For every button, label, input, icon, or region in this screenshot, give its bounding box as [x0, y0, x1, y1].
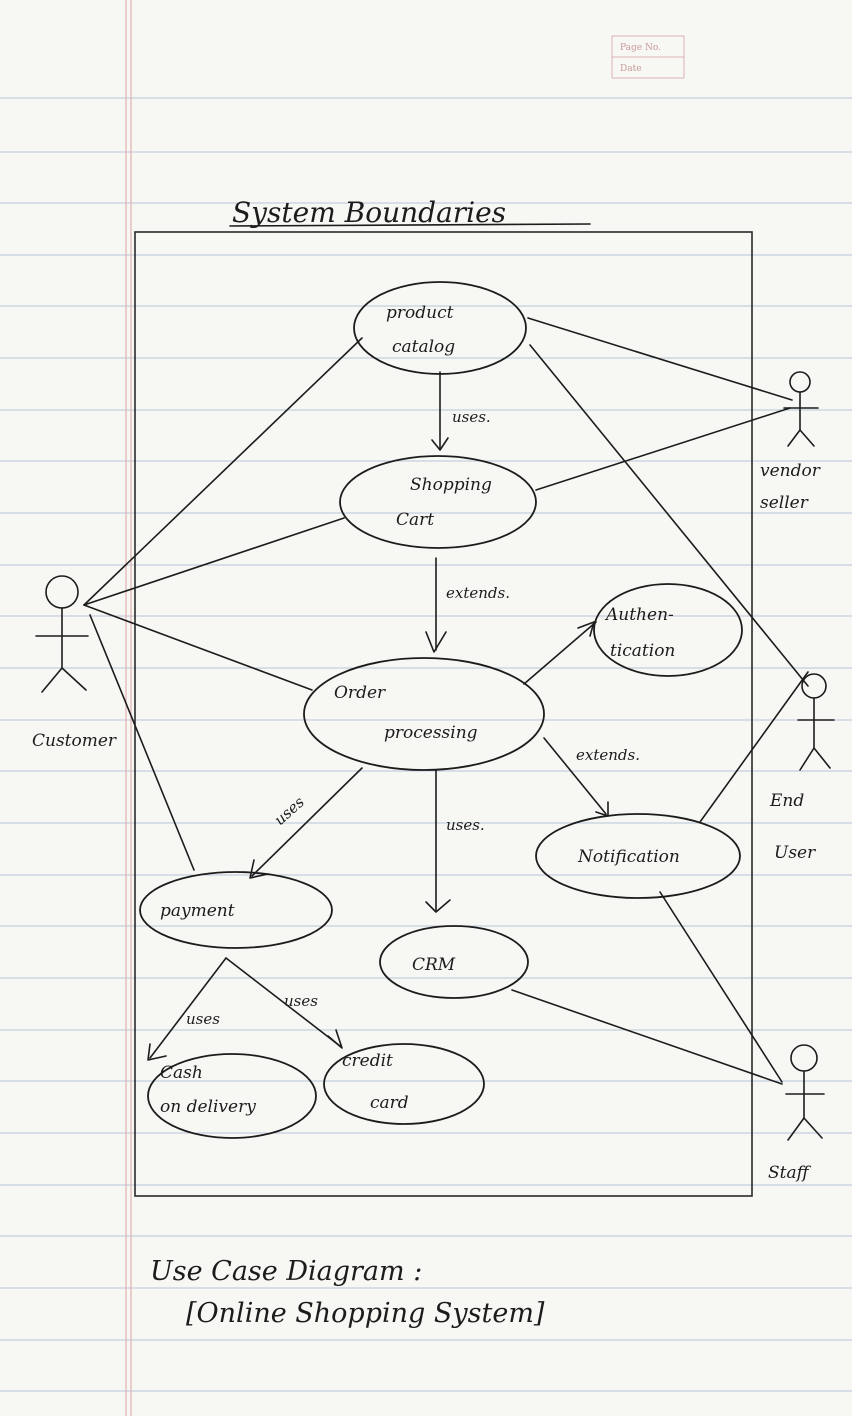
page-date-box: Page No. Date — [611, 35, 685, 79]
usecase-label: processing — [384, 723, 478, 743]
assoc-enduser-notification — [699, 671, 809, 823]
arrow-order-notification — [543, 737, 607, 815]
diagram-caption-line1: Use Case Diagram : — [150, 1256, 422, 1287]
actor-end-user-label: End — [769, 791, 804, 811]
actor-end-user-label: User — [774, 843, 816, 863]
usecase-payment: payment — [139, 871, 333, 949]
actor-customer — [35, 575, 89, 693]
usecase-notification: Notification — [535, 813, 741, 899]
label-payment-cash: uses — [186, 1010, 220, 1028]
actor-customer-label: Customer — [32, 731, 117, 751]
arrow-order-auth — [523, 621, 597, 685]
assoc-vendor-catalog — [527, 317, 793, 401]
assoc-staff-notification — [659, 891, 783, 1083]
usecase-label: Notification — [577, 847, 680, 867]
actor-vendor-label: vendor — [760, 461, 821, 481]
actor-vendor-label: seller — [760, 493, 809, 513]
assoc-customer-catalog — [83, 337, 363, 606]
usecase-label: Cash — [160, 1063, 203, 1083]
arrow-payment-cash — [149, 957, 227, 1059]
arrow-payment-credit — [225, 957, 341, 1047]
assoc-customer-payment — [89, 614, 195, 871]
margin-lines — [125, 0, 132, 1416]
usecase-order-processing: Order processing — [303, 657, 545, 771]
usecase-label: on delivery — [160, 1097, 256, 1117]
heading-underline — [229, 223, 591, 227]
usecase-label: credit — [342, 1051, 393, 1071]
usecase-crm: CRM — [379, 925, 529, 999]
assoc-customer-order — [83, 604, 313, 691]
usecase-label: Authen- — [604, 605, 674, 625]
label-order-notification: extends. — [576, 746, 640, 764]
actor-staff — [785, 1044, 825, 1141]
actor-staff-label: Staff — [768, 1163, 812, 1183]
date-label: Date — [620, 64, 642, 74]
usecase-label: tication — [610, 641, 675, 661]
usecase-authentication: Authen- tication — [593, 583, 743, 677]
label-order-crm: uses. — [446, 816, 485, 834]
assoc-enduser-catalog — [529, 344, 809, 687]
label-payment-credit: uses — [284, 992, 318, 1010]
assoc-staff-crm — [511, 989, 783, 1085]
label-order-payment: uses — [271, 793, 308, 829]
actor-vendor — [783, 371, 819, 447]
usecase-label: product — [386, 303, 454, 323]
usecase-product-catalog: product catalog — [353, 281, 527, 375]
usecase-cash-on-delivery: Cash on delivery — [147, 1053, 317, 1139]
usecase-label: Cart — [396, 510, 434, 530]
usecase-label: card — [370, 1093, 409, 1113]
diagram-caption-line2: [Online Shopping System] — [186, 1298, 545, 1329]
label-cart-order: extends. — [446, 584, 510, 602]
assoc-vendor-cart — [535, 407, 791, 491]
label-catalog-cart: uses. — [452, 408, 491, 426]
associations — [83, 317, 809, 1085]
usecase-credit-card: credit card — [323, 1043, 485, 1125]
usecase-label: Order — [334, 683, 386, 703]
assoc-customer-cart — [83, 517, 345, 606]
ruled-lines — [0, 97, 852, 1392]
usecase-label: catalog — [392, 337, 455, 357]
dependency-arrows — [147, 371, 609, 1061]
page-no-label: Page No. — [620, 43, 661, 53]
usecase-label: payment — [160, 901, 235, 921]
arrow-order-payment — [251, 767, 363, 877]
usecase-label: CRM — [412, 955, 456, 975]
usecase-label: Shopping — [410, 475, 492, 495]
system-boundary — [134, 231, 753, 1197]
usecase-shopping-cart: Shopping Cart — [339, 455, 537, 549]
diagram-heading: System Boundaries — [232, 196, 506, 229]
actor-end-user — [797, 673, 835, 771]
